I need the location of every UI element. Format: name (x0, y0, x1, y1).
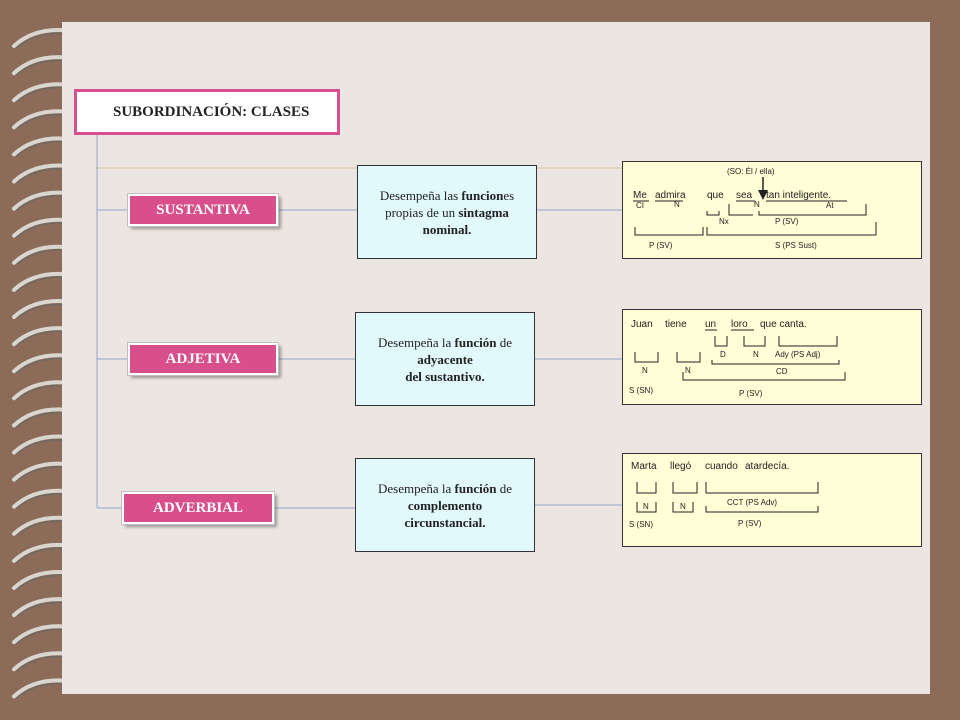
example-label: P (SV) (739, 389, 763, 398)
description-text: sintagma (458, 204, 509, 220)
example-label: Nx (719, 217, 729, 226)
example-word: atardecía. (745, 461, 789, 472)
description-text: propias de un (385, 204, 459, 220)
example-label: S (PS Sust) (775, 241, 817, 250)
example-word: loro (731, 319, 748, 330)
example-word: tan inteligente. (766, 190, 831, 201)
example-word: Juan (631, 319, 653, 330)
example-word: Me (633, 190, 647, 201)
example-word: sea (736, 190, 753, 201)
example-word: cuando (705, 461, 738, 472)
example-label: N (643, 502, 649, 511)
example-label: CI (636, 201, 644, 210)
description-text: adyacente (417, 351, 473, 367)
example-adjetiva: Juan tiene un loro que canta. D N Ady (P… (622, 309, 922, 405)
page-title: SUBORDINACIÓN: CLASES (74, 89, 340, 135)
description-text: del sustantivo. (405, 368, 485, 384)
example-word: un (705, 319, 716, 330)
example-label: S (SN) (629, 386, 653, 395)
example-word: llegó (670, 461, 692, 472)
example-word: que (707, 190, 724, 201)
example-label: D (720, 350, 726, 359)
category-adjetiva: ADJETIVA (127, 342, 279, 376)
example-label: N (753, 350, 759, 359)
category-sustantiva: SUSTANTIVA (127, 193, 279, 227)
example-adverbial: Marta llegó cuando atardecía. N N CCT (P… (622, 453, 922, 547)
example-label: At (826, 201, 834, 210)
example-label: N (642, 366, 648, 375)
description-text: Desempeña la (378, 480, 455, 496)
category-adverbial: ADVERBIAL (121, 491, 275, 525)
example-label: P (SV) (649, 241, 673, 250)
description-text: función (454, 334, 497, 350)
example-label: N (680, 502, 686, 511)
description-text: de (496, 480, 512, 496)
example-label: N (754, 200, 760, 209)
description-text: funcion (461, 187, 504, 203)
description-text: Desempeña la (378, 334, 455, 350)
description-text: de (496, 334, 512, 350)
description-text: función (454, 480, 497, 496)
example-label: N (685, 366, 691, 375)
description-sustantiva: Desempeña las funciones propias de un sin… (357, 165, 537, 259)
arrow-icon (758, 190, 768, 200)
description-text: es (503, 187, 515, 203)
example-word: tiene (665, 319, 687, 330)
example-sustantiva: (SO: Él / ella) Me admira que sea tan in… (622, 161, 922, 259)
description-text: Desempeña las (379, 187, 462, 203)
description-text: complemento (407, 497, 483, 513)
example-label: P (SV) (775, 217, 799, 226)
example-label: S (SN) (629, 520, 653, 529)
description-text: circunstancial. (404, 514, 486, 530)
example-label: CD (776, 367, 788, 376)
example-word: que canta. (760, 319, 807, 330)
example-label: CCT (PS Adv) (727, 498, 777, 507)
example-note: (SO: Él / ella) (727, 167, 775, 176)
example-label: Ady (PS Adj) (775, 350, 821, 359)
example-label: P (SV) (738, 519, 762, 528)
description-text: nominal. (422, 221, 472, 237)
example-label: N (674, 200, 680, 209)
example-word: Marta (631, 461, 657, 472)
example-word: admira (655, 190, 686, 201)
